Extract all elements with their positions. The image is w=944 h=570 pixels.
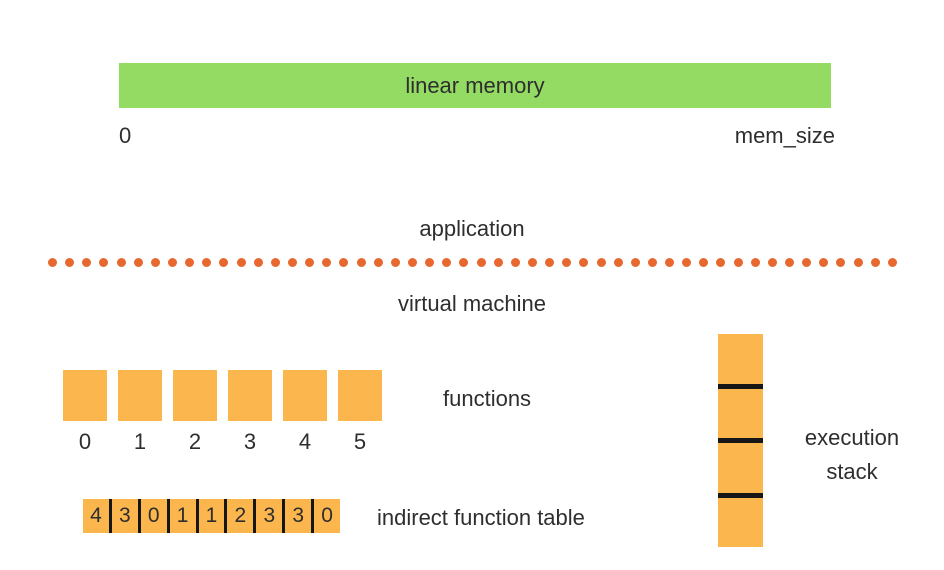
function-index-label: 2 bbox=[188, 429, 202, 454]
boundary-dot bbox=[836, 258, 846, 267]
application-label: application bbox=[419, 216, 525, 241]
function-square bbox=[63, 370, 107, 421]
function-index-labels: 0 1 2 3 4 5 bbox=[63, 429, 382, 455]
function-index-label: 5 bbox=[353, 429, 367, 454]
execution-stack-label: execution stack bbox=[777, 421, 927, 489]
execution-stack-cell bbox=[718, 443, 763, 498]
execution-stack-cell bbox=[718, 389, 763, 443]
boundary-dot bbox=[65, 258, 75, 267]
boundary-dot bbox=[82, 258, 92, 267]
indirect-table-cell: 0 bbox=[321, 504, 333, 527]
boundary-dot bbox=[596, 258, 606, 267]
boundary-dot bbox=[356, 258, 366, 267]
functions-label: functions bbox=[443, 386, 532, 411]
boundary-dot bbox=[545, 258, 555, 267]
boundary-dot bbox=[99, 258, 109, 267]
boundary-dot bbox=[150, 258, 160, 267]
function-square bbox=[228, 370, 272, 421]
indirect-table-cell: 4 bbox=[83, 499, 112, 533]
boundary-dot bbox=[733, 258, 743, 267]
boundary-dot bbox=[716, 258, 726, 267]
boundary-dot bbox=[48, 258, 57, 267]
boundary-dot bbox=[562, 258, 572, 267]
execution-stack-label-line1: execution bbox=[804, 425, 900, 450]
memory-start-label: 0 bbox=[119, 123, 132, 148]
application-vm-boundary bbox=[48, 258, 897, 267]
boundary-dot bbox=[185, 258, 195, 267]
function-index-label: 1 bbox=[133, 429, 147, 454]
boundary-dot bbox=[647, 258, 657, 267]
indirect-function-table-label: indirect function table bbox=[377, 505, 585, 530]
indirect-table-cell: 3 bbox=[256, 499, 286, 533]
boundary-dot bbox=[219, 258, 229, 267]
boundary-dot bbox=[785, 258, 795, 267]
boundary-dot bbox=[665, 258, 675, 267]
boundary-dot bbox=[116, 258, 126, 267]
boundary-dot bbox=[253, 258, 263, 267]
boundary-dot bbox=[202, 258, 212, 267]
execution-stack bbox=[718, 334, 763, 547]
boundary-dot bbox=[459, 258, 469, 267]
boundary-dot bbox=[287, 258, 297, 267]
boundary-dot bbox=[407, 258, 417, 267]
indirect-table-cell: 0 bbox=[141, 499, 170, 533]
execution-stack-cell bbox=[718, 334, 763, 389]
function-square bbox=[173, 370, 217, 421]
linear-memory-bar: linear memory bbox=[119, 63, 831, 108]
boundary-dot bbox=[476, 258, 486, 267]
indirect-table-cell: 1 bbox=[170, 499, 199, 533]
boundary-dot bbox=[870, 258, 880, 267]
indirect-table-cell: 3 bbox=[285, 499, 315, 533]
boundary-dot bbox=[133, 258, 143, 267]
boundary-dot bbox=[767, 258, 777, 267]
boundary-dot bbox=[819, 258, 829, 267]
boundary-dot bbox=[802, 258, 812, 267]
boundary-dot bbox=[699, 258, 709, 267]
boundary-dot bbox=[579, 258, 589, 267]
function-square bbox=[283, 370, 327, 421]
boundary-dot bbox=[390, 258, 400, 267]
indirect-table-cell: 3 bbox=[112, 499, 141, 533]
boundary-dot bbox=[236, 258, 246, 267]
function-index-label: 3 bbox=[243, 429, 257, 454]
boundary-dot bbox=[853, 258, 863, 267]
boundary-dot bbox=[167, 258, 177, 267]
boundary-dot bbox=[630, 258, 640, 267]
indirect-table-cell: 1 bbox=[199, 499, 228, 533]
boundary-dot bbox=[887, 258, 897, 267]
function-index-label: 0 bbox=[78, 429, 92, 454]
boundary-dot bbox=[493, 258, 503, 267]
function-square bbox=[118, 370, 162, 421]
function-square bbox=[338, 370, 382, 421]
memory-range-labels: 0 mem_size bbox=[119, 123, 835, 149]
execution-stack-label-line2: stack bbox=[826, 459, 878, 484]
memory-end-label: mem_size bbox=[734, 123, 835, 148]
boundary-dot bbox=[373, 258, 383, 267]
boundary-dot bbox=[322, 258, 332, 267]
function-index-label: 4 bbox=[298, 429, 312, 454]
boundary-dot bbox=[750, 258, 760, 267]
boundary-dot bbox=[682, 258, 692, 267]
boundary-dot bbox=[510, 258, 520, 267]
boundary-dot bbox=[425, 258, 435, 267]
virtual-machine-label: virtual machine bbox=[398, 291, 546, 316]
execution-stack-cell bbox=[718, 498, 763, 548]
boundary-dot bbox=[527, 258, 537, 267]
indirect-table-cell: 2 bbox=[227, 499, 257, 533]
boundary-dot bbox=[270, 258, 280, 267]
boundary-dot bbox=[305, 258, 315, 267]
linear-memory-label: linear memory bbox=[405, 72, 545, 98]
functions-row bbox=[63, 370, 382, 421]
boundary-dot bbox=[442, 258, 452, 267]
boundary-dot bbox=[339, 258, 349, 267]
boundary-dot bbox=[613, 258, 623, 267]
